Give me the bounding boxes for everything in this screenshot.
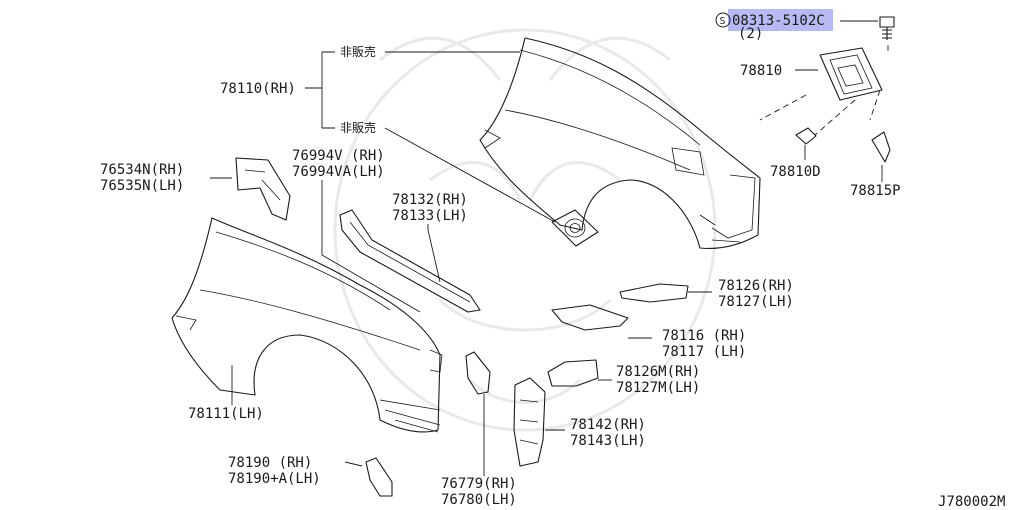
label-not-sold-2: 非販売 [340, 120, 376, 135]
part-78126[interactable]: 78126(RH) 78127(LH) [619, 278, 794, 310]
part-78126m[interactable]: 78126M(RH) 78127M(LH) [547, 359, 700, 396]
fuel-filler-pocket[interactable] [551, 209, 599, 247]
rear-fender-rh[interactable] [479, 37, 761, 249]
rear-fender-lh[interactable]: 78111(LH) [171, 217, 443, 433]
label-78133[interactable]: 78133(LH) [392, 208, 468, 224]
part-78142[interactable]: 78142(RH) 78143(LH) [513, 377, 646, 467]
part-78810d[interactable]: 78810D [770, 127, 821, 180]
label-78110-rh[interactable]: 78110(RH) [220, 81, 296, 97]
label-78127m[interactable]: 78127M(LH) [616, 380, 700, 396]
label-76779[interactable]: 76779(RH) [441, 476, 517, 492]
label-76994va[interactable]: 76994VA(LH) [292, 164, 385, 180]
label-78132[interactable]: 78132(RH) [392, 192, 468, 208]
part-78116[interactable]: 78116 (RH) 78117 (LH) [551, 304, 746, 360]
bracket-76534n[interactable]: 76534N(RH) 76535N(LH) [100, 157, 291, 221]
label-78810d[interactable]: 78810D [770, 164, 821, 180]
part-76994v[interactable]: 76994V (RH) 76994VA(LH) [292, 148, 421, 313]
fuel-lid-78810[interactable]: 78810 [740, 45, 889, 136]
label-78126[interactable]: 78126(RH) [718, 278, 794, 294]
label-78116[interactable]: 78116 (RH) [662, 328, 746, 344]
label-78190a[interactable]: 78190+A(LH) [228, 471, 321, 487]
standard-part-s: S [720, 16, 726, 27]
label-78815p[interactable]: 78815P [850, 183, 901, 199]
label-78143[interactable]: 78143(LH) [570, 433, 646, 449]
label-not-sold-1: 非販売 [340, 44, 376, 59]
label-76535n[interactable]: 76535N(LH) [100, 178, 184, 194]
standard-part-icon [715, 12, 731, 28]
label-76780[interactable]: 76780(LH) [441, 492, 517, 508]
highlight-box [728, 9, 833, 31]
callout-78110[interactable]: 78110(RH) 非販売 非販売 [220, 44, 556, 223]
bolt-callout[interactable]: S 08313-5102C (2) [715, 9, 833, 42]
label-76994v[interactable]: 76994V (RH) [292, 148, 385, 164]
bolt-part-number[interactable]: 08313-5102C [732, 13, 825, 29]
label-78810[interactable]: 78810 [740, 63, 782, 79]
part-78132[interactable]: 78132(RH) 78133(LH) [339, 192, 481, 313]
label-78142[interactable]: 78142(RH) [570, 417, 646, 433]
label-78190[interactable]: 78190 (RH) [228, 455, 312, 471]
part-76779[interactable]: 76779(RH) 76780(LH) [441, 351, 517, 508]
label-76534n[interactable]: 76534N(RH) [100, 162, 184, 178]
label-78117[interactable]: 78117 (LH) [662, 344, 746, 360]
label-78127[interactable]: 78127(LH) [718, 294, 794, 310]
bolt-drawing [840, 16, 895, 40]
diagram-code: J780002M [938, 494, 1005, 510]
label-78111[interactable]: 78111(LH) [188, 406, 264, 422]
part-78190[interactable]: 78190 (RH) 78190+A(LH) [228, 455, 393, 497]
part-78815p[interactable]: 78815P [850, 131, 901, 199]
bolt-quantity: (2) [738, 26, 763, 42]
label-78126m[interactable]: 78126M(RH) [616, 364, 700, 380]
